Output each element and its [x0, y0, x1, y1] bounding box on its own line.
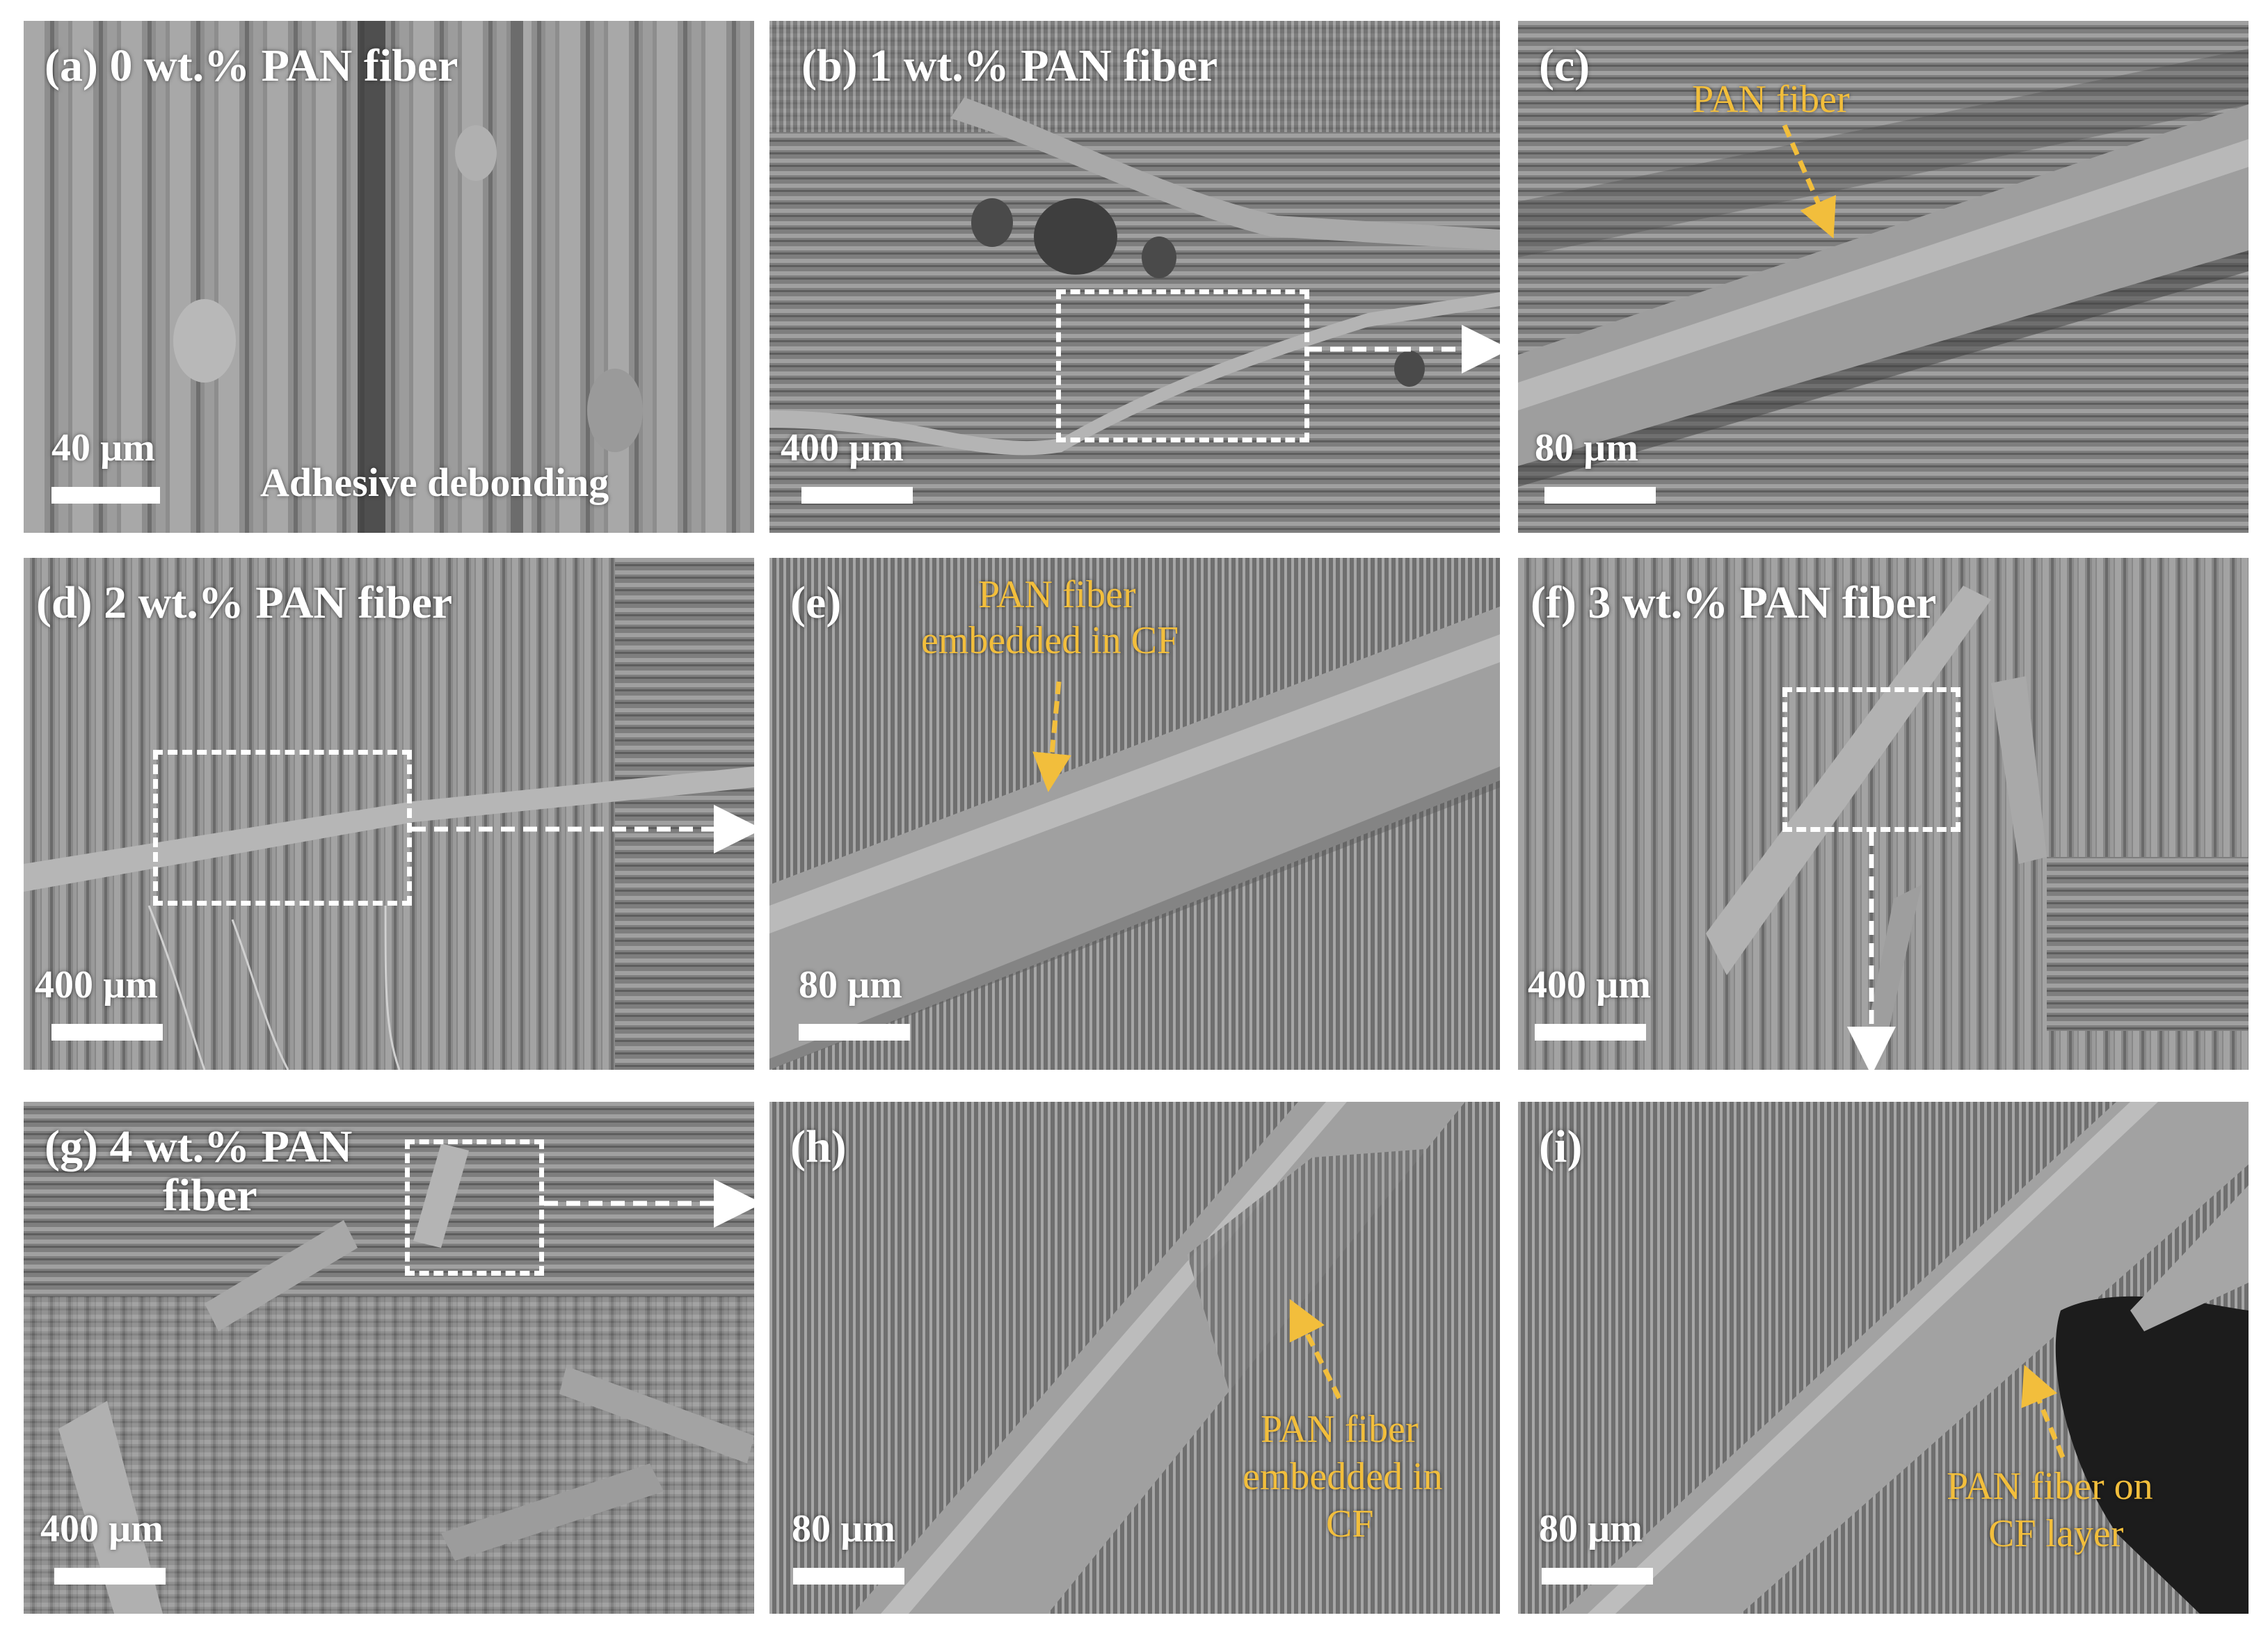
sem-image-b [769, 21, 1500, 533]
inset-box [153, 750, 412, 906]
inset-box [1782, 687, 1960, 832]
scale-bar [799, 1024, 910, 1041]
panel-label: (b) 1 wt.% PAN fiber [801, 40, 1218, 91]
scale-text: 400 µm [781, 426, 904, 470]
scale-text: 400 µm [40, 1507, 163, 1550]
panel-label: (i) [1539, 1121, 1583, 1172]
sem-image-f [1518, 558, 2249, 1070]
panel-b: (b) 1 wt.% PAN fiber 400 µm [769, 21, 1500, 533]
scale-bar [793, 1568, 904, 1585]
annotation-line2: embedded in [1243, 1455, 1443, 1498]
annotation: Adhesive debonding [260, 460, 609, 505]
panel-label: (h) [790, 1121, 847, 1172]
annotation-line1: PAN fiber [1261, 1408, 1419, 1451]
scale-text: 80 µm [1539, 1507, 1643, 1550]
scale-bar [51, 1024, 163, 1041]
sem-image-a [24, 21, 754, 533]
panel-label: (a) 0 wt.% PAN fiber [45, 40, 458, 91]
scale-bar [1535, 1024, 1646, 1041]
panel-f: (f) 3 wt.% PAN fiber 400 µm [1518, 558, 2249, 1070]
panel-i: (i) PAN fiber on CF layer 80 µm [1518, 1102, 2249, 1614]
panel-label: (e) [790, 577, 842, 628]
annotation: PAN fiber [1692, 78, 1850, 121]
annotation-line1: PAN fiber [978, 573, 1136, 616]
scale-bar [1544, 487, 1656, 504]
panel-c: (c) PAN fiber 80 µm [1518, 21, 2249, 533]
scale-text: 400 µm [35, 963, 158, 1007]
panel-g: (g) 4 wt.% PAN fiber 400 µm [24, 1102, 754, 1614]
panel-label: (d) 2 wt.% PAN fiber [36, 577, 453, 628]
panel-e: (e) PAN fiber embedded in CF 80 µm [769, 558, 1500, 1070]
sem-image-g [24, 1102, 754, 1614]
scale-text: 400 µm [1528, 963, 1651, 1007]
sem-image-e [769, 558, 1500, 1070]
panel-label: (c) [1539, 40, 1590, 91]
inset-box [405, 1139, 544, 1276]
scale-bar [801, 487, 913, 504]
annotation-line2: CF layer [1988, 1512, 2124, 1555]
scale-bar [54, 1568, 166, 1585]
panel-label: (f) 3 wt.% PAN fiber [1531, 577, 1937, 628]
sem-image-h [769, 1102, 1500, 1614]
inset-box [1056, 289, 1309, 442]
sem-image-c [1518, 21, 2249, 533]
panel-label-line2: fiber [163, 1170, 257, 1221]
scale-text: 80 µm [1535, 426, 1638, 470]
scale-text: 40 µm [51, 426, 155, 470]
scale-bar [1542, 1568, 1653, 1585]
annotation-line1: PAN fiber on [1947, 1465, 2153, 1508]
panel-h: (h) PAN fiber embedded in CF 80 µm [769, 1102, 1500, 1614]
panel-d: (d) 2 wt.% PAN fiber 400 µm [24, 558, 754, 1070]
panel-label-line1: (g) 4 wt.% PAN [45, 1121, 353, 1172]
sem-image-i [1518, 1102, 2249, 1614]
panel-a: (a) 0 wt.% PAN fiber 40 µm Adhesive debo… [24, 21, 754, 533]
scale-bar [51, 487, 160, 504]
scale-text: 80 µm [799, 963, 902, 1007]
scale-text: 80 µm [792, 1507, 895, 1550]
annotation-line3: CF [1326, 1502, 1374, 1546]
annotation-line2: embedded in CF [921, 619, 1179, 662]
